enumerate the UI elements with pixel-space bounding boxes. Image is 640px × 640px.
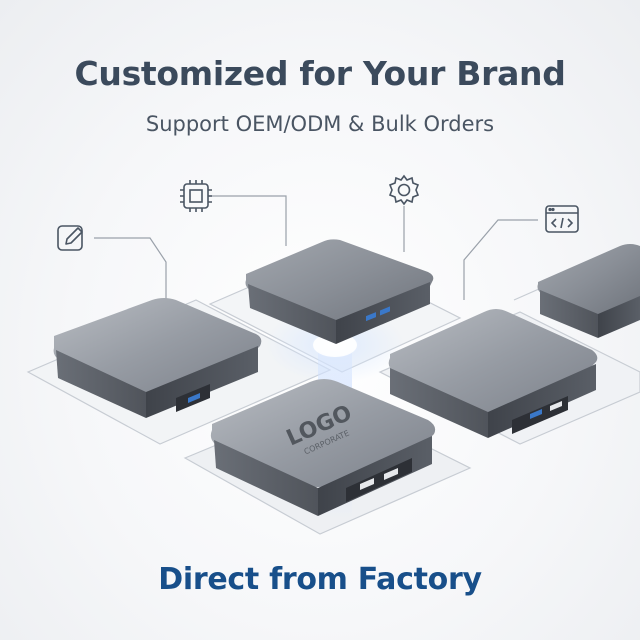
- chip-icon: [180, 180, 212, 212]
- mini-pc-left: [53, 298, 262, 418]
- mini-pc-front-center: LOGO CORPORATE: [210, 379, 436, 516]
- mini-pc-back-center: [245, 239, 434, 344]
- mini-pc-far-right: [537, 244, 640, 338]
- callout-lines: [94, 195, 538, 300]
- gear-icon: [388, 174, 420, 206]
- footer-tagline: Direct from Factory: [158, 562, 482, 597]
- mini-pc-right: [388, 309, 598, 438]
- headline: Customized for Your Brand: [74, 54, 566, 93]
- code-window-icon: [545, 205, 579, 233]
- edit-icon: [57, 225, 83, 251]
- subheadline: Support OEM/ODM & Bulk Orders: [145, 112, 495, 136]
